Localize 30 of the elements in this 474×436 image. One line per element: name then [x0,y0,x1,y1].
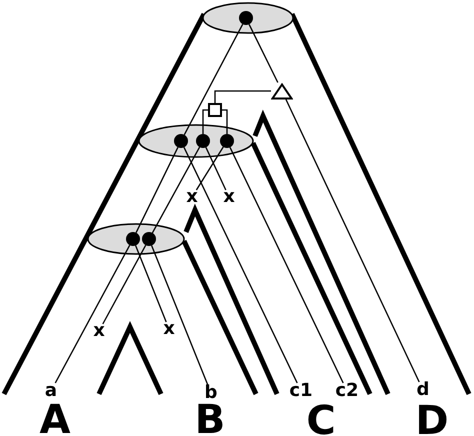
species-label: B [194,400,226,436]
gene-lineage-line [202,109,208,134]
gene-lineage-line [152,146,200,234]
gene-lineage-line [205,147,226,190]
gene-lineage-line [196,146,224,190]
species-label: D [415,401,449,436]
gene-label: c1 [288,383,314,399]
gene-lineage-line [248,24,278,83]
gene-lineage-line [135,245,167,322]
gene-lineage-line [285,99,420,382]
gene-lineage-line [183,147,298,384]
species-label: A [40,400,70,436]
gene-lineage-line [229,147,344,384]
gene-label: a [44,383,58,399]
gene-lineage-line [136,147,178,233]
gene-lineage-line [54,244,130,384]
gene-lineage-line [222,109,228,134]
gene-label: d [416,382,430,398]
gene-label: c2 [334,383,360,399]
gene-label: x [162,322,176,336]
duplication-square [208,103,222,117]
gene-lineage-line [151,245,208,386]
gene-label: x [185,190,199,204]
gene-label: x [92,324,106,338]
gene-lineage-line [102,244,146,324]
gene-lineage-line [184,24,244,136]
species-label: C [306,401,336,436]
gene-label: b [204,385,218,401]
gene-label: x [222,190,236,204]
gene-lineage-line [214,90,271,103]
